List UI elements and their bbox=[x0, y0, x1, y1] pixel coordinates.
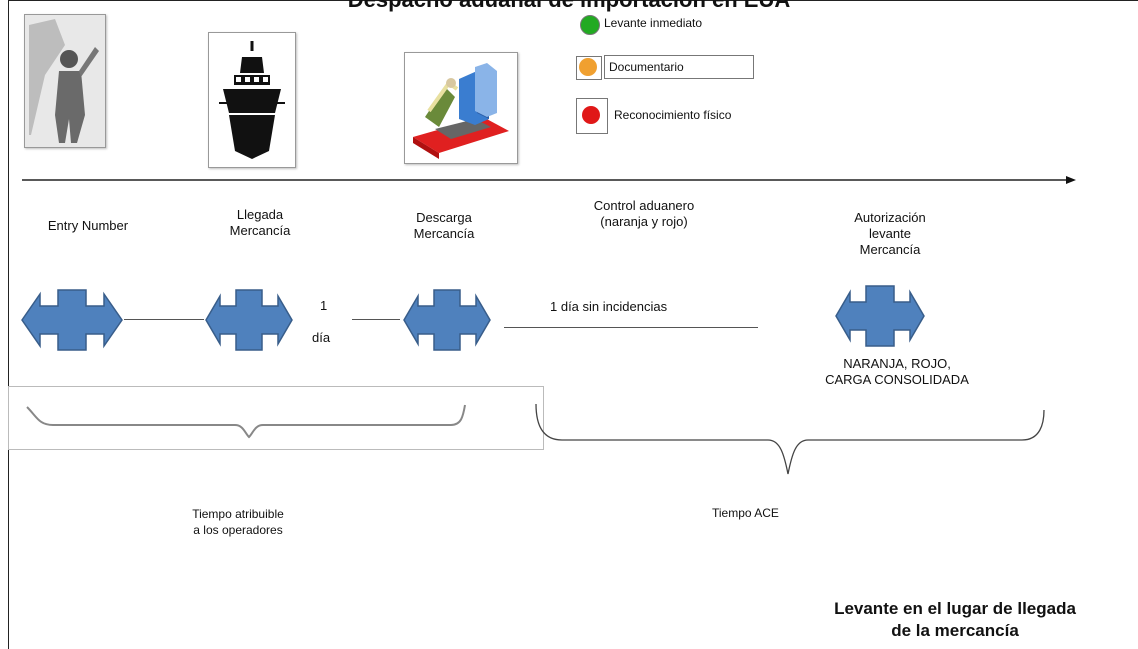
period-ace-label: Tiempo ACE bbox=[712, 506, 779, 520]
operators-line2: a los operadores bbox=[193, 523, 283, 537]
aut-line3: Mercancía bbox=[859, 242, 921, 257]
cargo-picture bbox=[404, 52, 518, 164]
ace-brace bbox=[535, 403, 1045, 475]
aut-line2: levante bbox=[869, 226, 911, 241]
connector-descarga-autorizacion bbox=[504, 327, 758, 328]
release-note-line1: NARANJA, ROJO, bbox=[843, 356, 951, 371]
legend-orange-dot bbox=[579, 58, 597, 76]
llegada-line1: Llegada bbox=[236, 207, 284, 222]
connector-entry-llegada bbox=[124, 319, 204, 320]
legend-orange-swatch bbox=[576, 56, 602, 80]
legend-label-reconocimiento: Reconocimiento físico bbox=[614, 108, 732, 122]
descarga-line1: Descarga bbox=[416, 210, 472, 225]
step-label-entry-number: Entry Number bbox=[47, 218, 129, 233]
diagram-title: Despacho aduanal de importación en EUA bbox=[0, 0, 1138, 13]
person-picture bbox=[24, 14, 106, 148]
period-operators-label: Tiempo atribuible a los operadores bbox=[158, 506, 318, 538]
operators-brace-box bbox=[8, 386, 544, 450]
step-label-llegada: Llegada Mercancía bbox=[200, 207, 320, 239]
control-line2: (naranja y rojo) bbox=[600, 214, 688, 229]
release-note-line2: CARGA CONSOLIDADA bbox=[825, 372, 969, 387]
step-arrow-autorizacion bbox=[835, 285, 925, 347]
descarga-line2: Mercancía bbox=[413, 226, 475, 241]
step-arrow-entry bbox=[21, 289, 123, 351]
operators-brace bbox=[26, 404, 466, 439]
cargo-illustration bbox=[413, 63, 509, 159]
person-illustration bbox=[25, 15, 105, 147]
timeline-arrow bbox=[22, 176, 1076, 184]
step-arrow-llegada bbox=[205, 289, 293, 351]
frame-left-border bbox=[8, 0, 9, 649]
footer-line2: de la mercancía bbox=[891, 621, 1019, 640]
control-line1: Control aduanero bbox=[593, 198, 695, 213]
step-label-control: Control aduanero (naranja y rojo) bbox=[574, 198, 714, 230]
operators-line1: Tiempo atribuible bbox=[192, 507, 284, 521]
footer-note: Levante en el lugar de llegada de la mer… bbox=[772, 598, 1138, 642]
legend-label-levante: Levante inmediato bbox=[604, 16, 703, 30]
duration-one: 1 bbox=[320, 298, 328, 313]
step-arrow-descarga bbox=[403, 289, 491, 351]
frame-top-border bbox=[8, 0, 1138, 1]
legend-green-dot bbox=[580, 15, 600, 35]
duration-sin-incidencias: 1 día sin incidencias bbox=[550, 299, 668, 314]
ship-illustration bbox=[219, 41, 285, 159]
llegada-line2: Mercancía bbox=[229, 223, 291, 238]
legend-red-dot bbox=[582, 106, 600, 124]
step-label-descarga: Descarga Mercancía bbox=[384, 210, 504, 242]
release-note: NARANJA, ROJO, CARGA CONSOLIDADA bbox=[804, 356, 990, 388]
connector-llegada-descarga bbox=[352, 319, 400, 320]
duration-dia: día bbox=[312, 330, 331, 345]
footer-line1: Levante en el lugar de llegada bbox=[834, 599, 1076, 618]
legend-label-documentario: Documentario bbox=[604, 55, 754, 79]
step-label-autorizacion: Autorización levante Mercancía bbox=[830, 210, 950, 258]
ship-picture bbox=[208, 32, 296, 168]
aut-line1: Autorización bbox=[854, 210, 926, 225]
legend-red-swatch bbox=[576, 98, 608, 134]
